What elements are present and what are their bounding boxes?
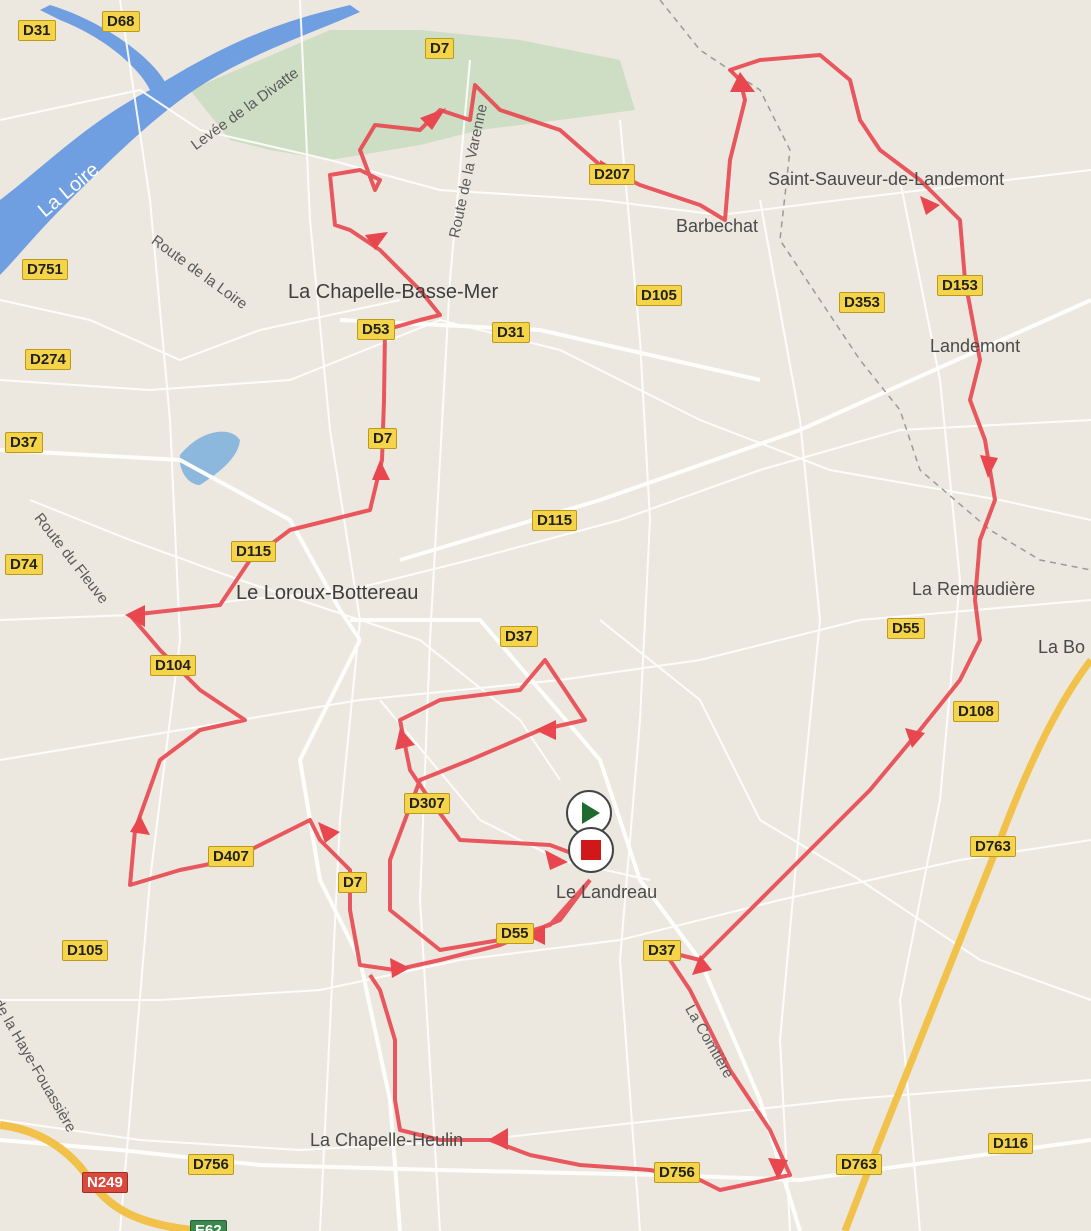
play-icon [582,802,600,824]
place-label: Le Landreau [556,882,658,902]
road-shield: N249 [82,1172,128,1193]
road-shield: D55 [887,618,925,639]
road-shield: D153 [937,275,983,296]
road-shield: D274 [25,349,71,370]
road-shield: D74 [5,554,43,575]
road-shield: D307 [404,793,450,814]
road-shield: D7 [425,38,455,59]
road-shield: D353 [839,292,885,313]
road-shield: D115 [532,510,578,531]
road-shield: D68 [102,11,140,32]
road-shield: D763 [836,1154,882,1175]
end-marker[interactable] [568,827,614,873]
road-shield: D108 [953,701,999,722]
route-track [128,53,997,1192]
road-shield: D31 [18,20,56,41]
place-label: Saint-Sauveur-de-Landemont [768,169,1005,189]
border-line [659,0,1091,571]
road-shield: D104 [150,655,196,676]
place-label: La Chapelle-Basse-Mer [288,281,499,303]
road-shield: D37 [500,626,538,647]
road-shield: D31 [492,322,530,343]
stop-icon [581,840,601,860]
loire-river-branch [40,5,165,90]
road-shield: D756 [188,1154,234,1175]
place-label: La Remaudière [912,579,1036,599]
road-shield: D116 [988,1133,1034,1154]
road-shield: D7 [368,428,398,449]
road-shield: D7 [338,872,368,893]
route-arrows [125,72,998,1180]
road-shield: D407 [208,846,254,867]
road-shield: D115 [231,541,277,562]
road-shield: D53 [357,319,395,340]
forest-area [190,30,635,160]
lake [179,431,240,485]
place-label: La Chapelle-Heulin [310,1130,464,1150]
place-label: Barbechat [676,216,759,236]
road-shield: D55 [496,923,534,944]
place-label: Le Loroux-Bottereau [236,582,419,604]
road-shield: D763 [970,836,1016,857]
place-label: Landemont [930,336,1021,356]
road-shield: D37 [5,432,43,453]
road-shield: D37 [643,940,681,961]
place-label: La Bo [1038,637,1086,657]
road-shield: E62 [190,1220,227,1231]
road-shield: D756 [654,1162,700,1183]
road-shield: D207 [589,164,635,185]
road-shield: D751 [22,259,68,280]
road-shield: D105 [62,940,108,961]
road-shield: D105 [636,285,682,306]
